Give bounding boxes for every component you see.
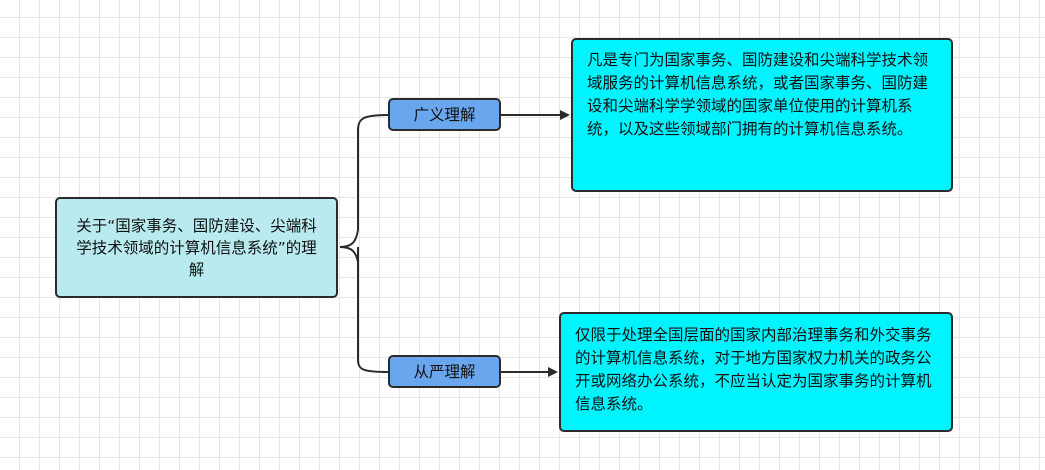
broad-interpretation-node[interactable]: 广义理解 bbox=[388, 98, 501, 131]
strict-description-text: 仅限于处理全国层面的国家内部治理事务和外交事务的计算机信息系统，对于地方国家权力… bbox=[575, 326, 932, 413]
broad-interpretation-label: 广义理解 bbox=[413, 105, 476, 124]
brace-connector bbox=[339, 114, 389, 373]
strict-interpretation-label: 从严理解 bbox=[413, 362, 476, 381]
strict-description-node[interactable]: 仅限于处理全国层面的国家内部治理事务和外交事务的计算机信息系统，对于地方国家权力… bbox=[559, 312, 953, 432]
strict-interpretation-node[interactable]: 从严理解 bbox=[388, 355, 501, 388]
root-topic-node[interactable]: 关于“国家事务、国防建设、尖端科学技术领域的计算机信息系统”的理解 bbox=[55, 197, 338, 298]
broad-description-node[interactable]: 凡是专门为国家事务、国防建设和尖端科学技术领域服务的计算机信息系统，或者国家事务… bbox=[571, 38, 953, 192]
root-topic-text: 关于“国家事务、国防建设、尖端科学技术领域的计算机信息系统”的理解 bbox=[76, 216, 317, 279]
brace-tip bbox=[339, 246, 359, 263]
broad-description-text: 凡是专门为国家事务、国防建设和尖端科学技术领域服务的计算机信息系统，或者国家事务… bbox=[587, 51, 929, 138]
